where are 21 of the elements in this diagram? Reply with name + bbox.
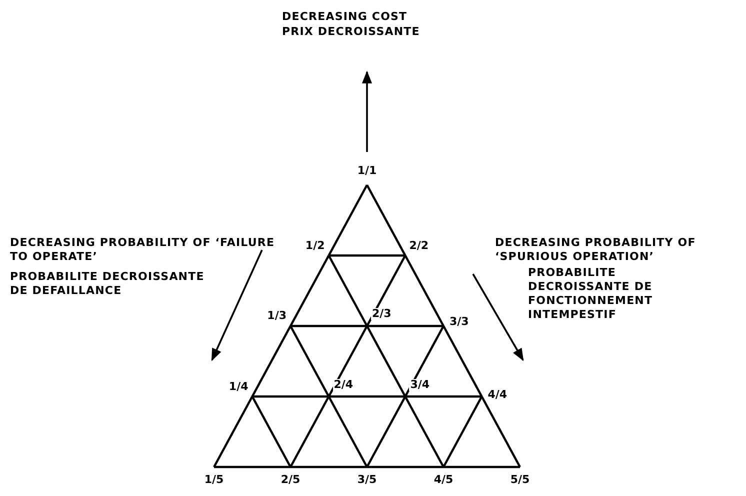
vertex-label: 3/3 — [448, 316, 470, 328]
vertex-label: 1/1 — [356, 165, 378, 177]
vertex-label: 3/5 — [356, 474, 378, 486]
vertex-label: 3/4 — [409, 379, 431, 391]
axis-caption: PROBABILITE DECROISSANTE DE DEFAILLANCE — [10, 270, 206, 298]
vertex-label: 4/5 — [432, 474, 454, 486]
vertex-label: 4/4 — [486, 389, 508, 401]
axis-caption: PRIX DECROISSANTE — [282, 25, 420, 39]
axis-caption: DECREASING PROBABILITY OF ‘FAILURE TO OPERATE’ — [10, 236, 276, 264]
axis-caption: DECREASING COST — [282, 10, 408, 24]
vertex-label: 1/5 — [203, 474, 225, 486]
vertex-label: 2/4 — [332, 379, 354, 391]
vertex-label: 1/3 — [266, 310, 288, 322]
vertex-label: 2/5 — [280, 474, 302, 486]
vertex-label: 1/2 — [304, 240, 326, 252]
vertex-label: 1/4 — [228, 381, 250, 393]
vertex-label: 5/5 — [509, 474, 531, 486]
axis-caption: DECREASING PROBABILITY OF ‘SPURIOUS OPERATION’ — [495, 236, 697, 264]
vertex-label: 2/2 — [408, 240, 430, 252]
vertex-label: 2/3 — [371, 308, 392, 320]
axis-caption: PROBABILITE DECROISSANTE DE FONCTIONNEMENT INTEMPESTIF — [528, 266, 654, 322]
